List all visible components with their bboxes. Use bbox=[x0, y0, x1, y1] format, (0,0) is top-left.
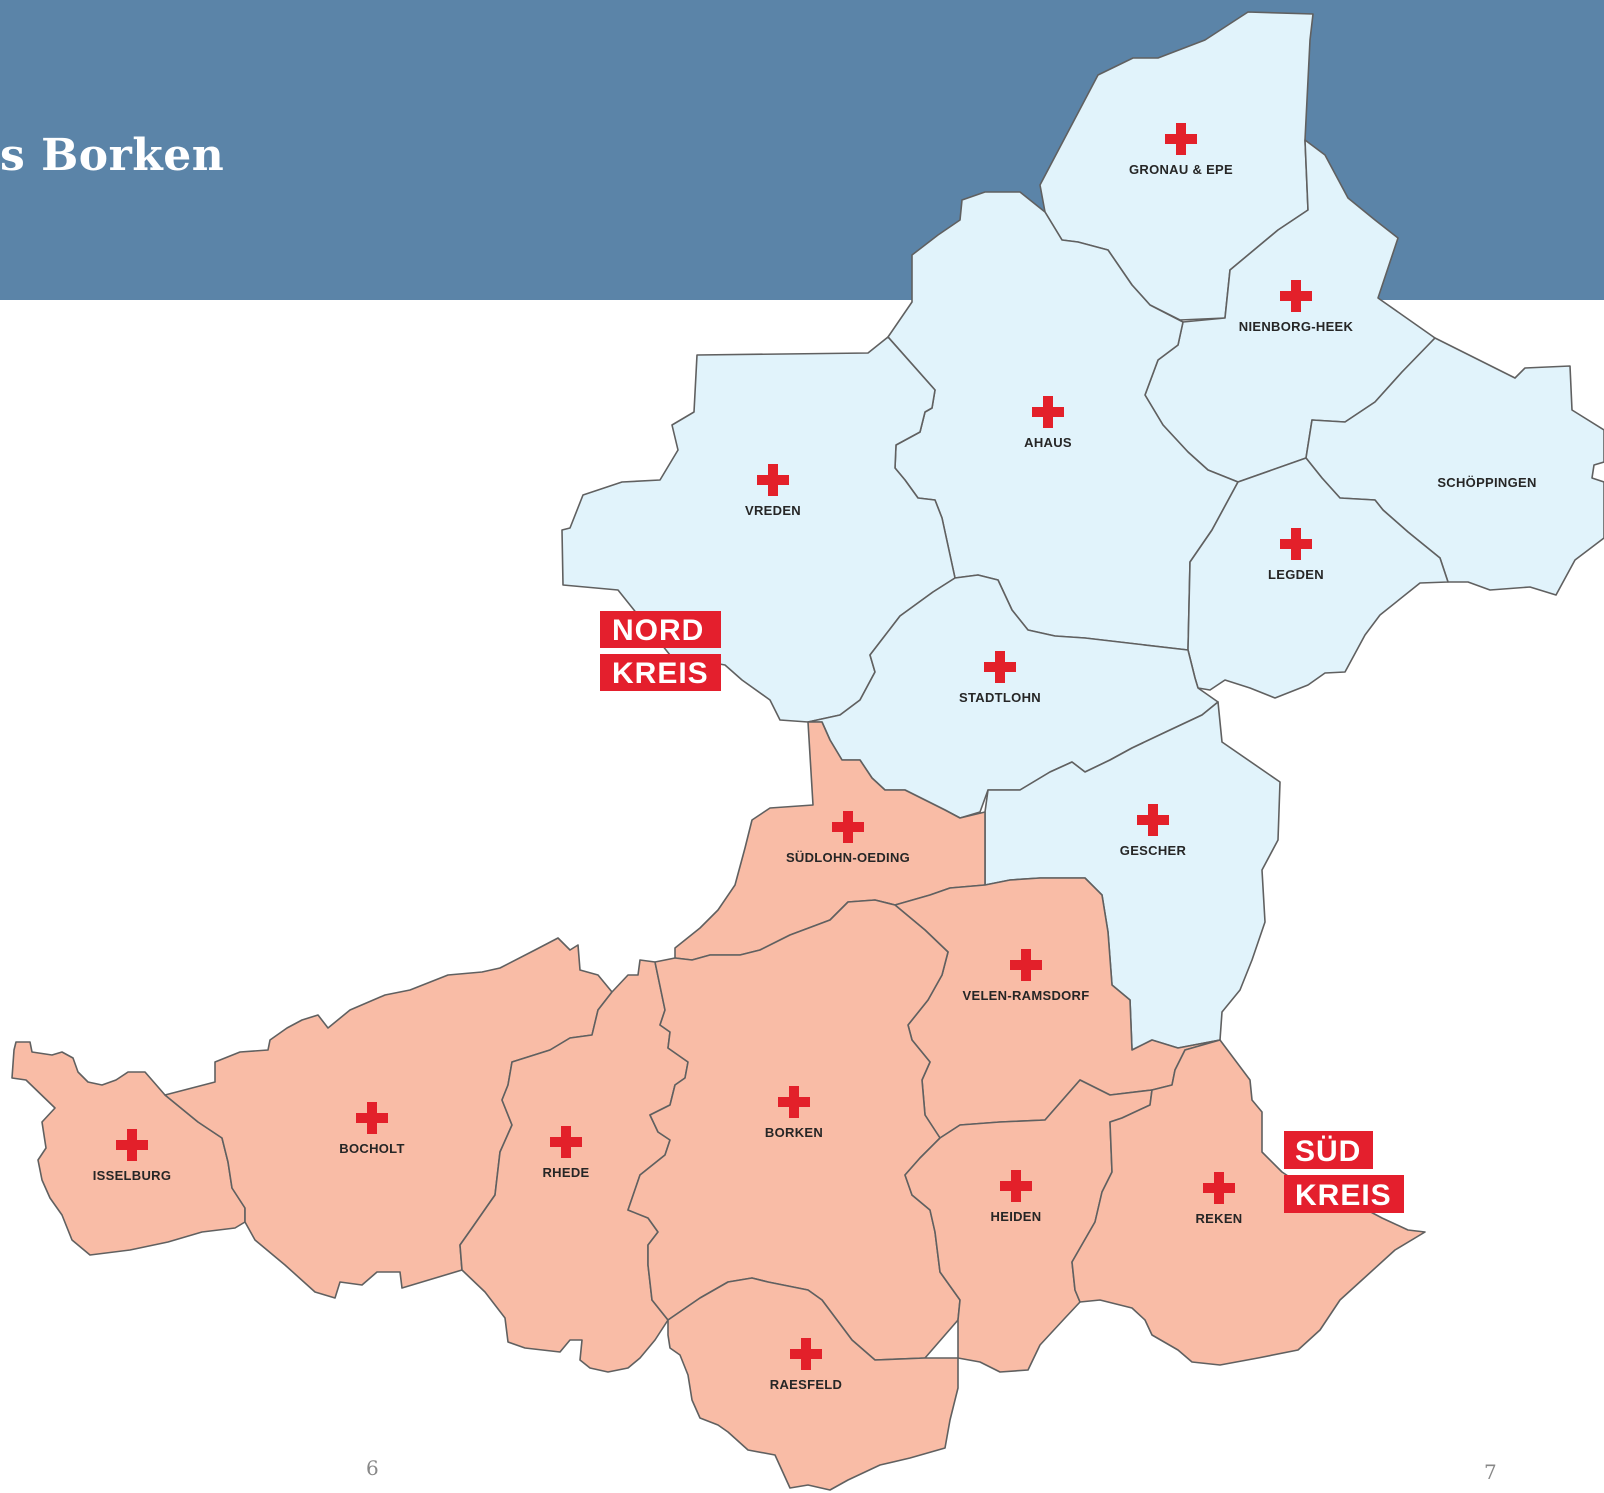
red-cross-icon bbox=[1032, 396, 1064, 428]
red-cross-icon bbox=[757, 464, 789, 496]
red-cross-icon bbox=[356, 1102, 388, 1134]
label-suedlohn: SÜDLOHN-OEDING bbox=[786, 850, 910, 865]
nord-label-line1: NORD bbox=[612, 614, 704, 647]
label-velen: VELEN-RAMSDORF bbox=[963, 988, 1090, 1003]
red-cross-icon bbox=[984, 651, 1016, 683]
label-nienborg: NIENBORG-HEEK bbox=[1239, 319, 1354, 334]
label-isselburg: ISSELBURG bbox=[93, 1168, 172, 1183]
label-bocholt: BOCHOLT bbox=[339, 1141, 404, 1156]
kreis-labels: NORD KREIS SÜD KREIS bbox=[600, 611, 1404, 1213]
red-cross-icon bbox=[1010, 949, 1042, 981]
marker-bocholt[interactable]: BOCHOLT bbox=[339, 1102, 404, 1156]
page-title: s Borken bbox=[0, 130, 225, 181]
marker-nienborg[interactable]: NIENBORG-HEEK bbox=[1239, 280, 1354, 334]
label-reken: REKEN bbox=[1195, 1211, 1242, 1226]
sued-label-line2: KREIS bbox=[1295, 1179, 1392, 1212]
marker-schoeppingen[interactable]: SCHÖPPINGEN bbox=[1437, 475, 1536, 490]
label-rhede: RHEDE bbox=[542, 1165, 589, 1180]
label-vreden: VREDEN bbox=[745, 503, 801, 518]
page-number-right: 7 bbox=[1484, 1460, 1497, 1484]
red-cross-icon bbox=[1000, 1170, 1032, 1202]
red-cross-icon bbox=[1137, 804, 1169, 836]
label-gronau: GRONAU & EPE bbox=[1129, 162, 1233, 177]
label-heiden: HEIDEN bbox=[991, 1209, 1042, 1224]
region-schoeppingen[interactable] bbox=[1305, 337, 1604, 596]
sued-label-line1: SÜD bbox=[1295, 1135, 1361, 1168]
label-legden: LEGDEN bbox=[1268, 567, 1324, 582]
red-cross-icon bbox=[1280, 528, 1312, 560]
label-ahaus: AHAUS bbox=[1024, 435, 1072, 450]
nord-label-line2: KREIS bbox=[612, 657, 709, 690]
municipality-regions bbox=[11, 11, 1604, 1491]
label-gescher: GESCHER bbox=[1120, 843, 1187, 858]
municipality-markers: GRONAU & EPE NIENBORG-HEEK AHAUS VREDEN SCHÖ… bbox=[93, 123, 1536, 1392]
marker-ahaus[interactable]: AHAUS bbox=[1024, 396, 1072, 450]
red-cross-icon bbox=[116, 1129, 148, 1161]
marker-stadtlohn[interactable]: STADTLOHN bbox=[959, 651, 1041, 705]
sued-kreis-label: SÜD KREIS bbox=[1284, 1131, 1404, 1213]
region-raesfeld[interactable] bbox=[667, 1277, 959, 1491]
marker-reken[interactable]: REKEN bbox=[1195, 1172, 1242, 1226]
label-raesfeld: RAESFELD bbox=[770, 1377, 842, 1392]
page-number-left: 6 bbox=[366, 1456, 379, 1480]
red-cross-icon bbox=[1203, 1172, 1235, 1204]
label-schoeppingen: SCHÖPPINGEN bbox=[1437, 475, 1536, 490]
red-cross-icon bbox=[778, 1086, 810, 1118]
header-banner: s Borken bbox=[0, 0, 1604, 300]
marker-velen[interactable]: VELEN-RAMSDORF bbox=[963, 949, 1090, 1003]
red-cross-icon bbox=[790, 1338, 822, 1370]
marker-gescher[interactable]: GESCHER bbox=[1120, 804, 1187, 858]
red-cross-icon bbox=[550, 1126, 582, 1158]
red-cross-icon bbox=[832, 811, 864, 843]
marker-suedlohn[interactable]: SÜDLOHN-OEDING bbox=[786, 811, 910, 865]
marker-legden[interactable]: LEGDEN bbox=[1268, 528, 1324, 582]
label-borken: BORKEN bbox=[765, 1125, 823, 1140]
nord-kreis-label: NORD KREIS bbox=[600, 611, 721, 691]
marker-heiden[interactable]: HEIDEN bbox=[991, 1170, 1042, 1224]
marker-vreden[interactable]: VREDEN bbox=[745, 464, 801, 518]
marker-rhede[interactable]: RHEDE bbox=[542, 1126, 589, 1180]
marker-raesfeld[interactable]: RAESFELD bbox=[770, 1338, 842, 1392]
marker-borken[interactable]: BORKEN bbox=[765, 1086, 823, 1140]
marker-isselburg[interactable]: ISSELBURG bbox=[93, 1129, 172, 1183]
red-cross-icon bbox=[1165, 123, 1197, 155]
label-stadtlohn: STADTLOHN bbox=[959, 690, 1041, 705]
red-cross-icon bbox=[1280, 280, 1312, 312]
marker-gronau[interactable]: GRONAU & EPE bbox=[1129, 123, 1233, 177]
